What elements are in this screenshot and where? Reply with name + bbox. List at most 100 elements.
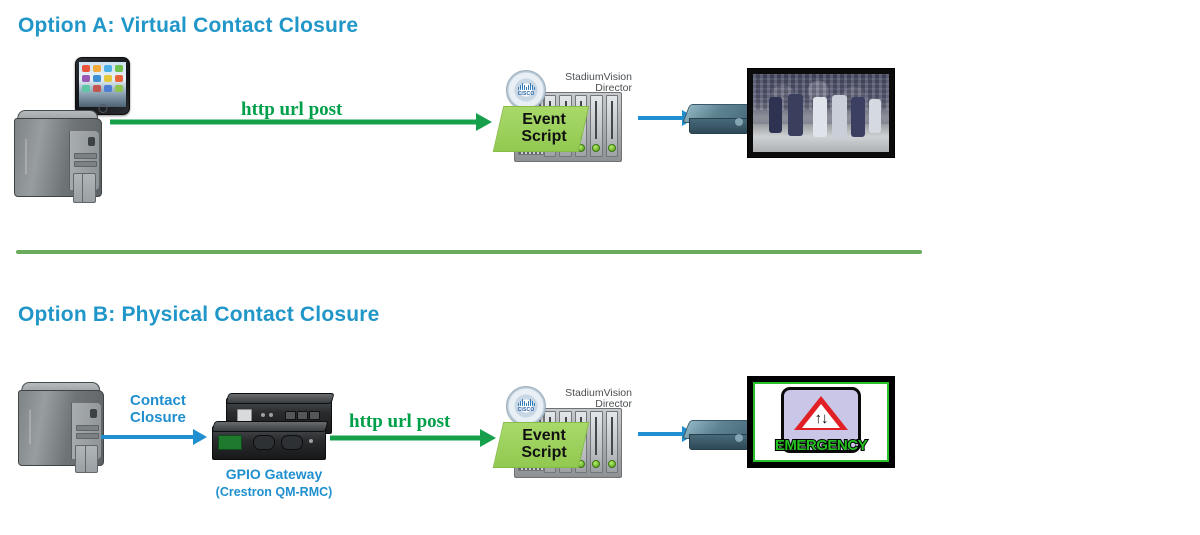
football-player <box>812 97 827 138</box>
drive-led-icon <box>592 460 601 468</box>
http-url-post-arrow-b <box>330 429 496 447</box>
event-script-banner-text: Event Script <box>504 106 584 150</box>
football-player <box>850 96 865 137</box>
contact-closure-arrow <box>101 429 207 445</box>
tablet-app-grid <box>82 64 123 92</box>
gpio-gateway-device <box>211 393 336 460</box>
arrow-shaft <box>110 119 478 125</box>
cisco-wordmark: CISCO <box>517 407 535 413</box>
tablet-screen <box>79 62 126 108</box>
server-product-label: StadiumVision Director <box>554 72 632 94</box>
tv-display-emergency: ↑↓ EMERGENCY <box>747 376 895 468</box>
server-drive-bay <box>590 95 603 157</box>
cisco-bridge-icon <box>517 83 535 90</box>
emergency-sign-icon: ↑↓ EMERGENCY <box>774 387 869 455</box>
http-url-post-label-a: http url post <box>241 99 343 120</box>
arrow-head <box>476 113 492 131</box>
tv-screen: ↑↓ EMERGENCY <box>753 382 889 462</box>
gpio-lower-unit <box>211 421 329 460</box>
pc-power-button[interactable] <box>90 409 97 418</box>
arrow-head <box>480 429 496 447</box>
warning-triangle-inner <box>802 404 840 429</box>
set-top-box-b <box>682 420 758 450</box>
football-player <box>769 97 783 134</box>
server-drive-bay <box>590 411 603 473</box>
contact-closure-label: Contact Closure <box>130 392 186 426</box>
pc-tower-top <box>14 110 102 203</box>
product-line-2: Director <box>595 82 632 94</box>
stadiumvision-director-server-b: CISCO StadiumVision Director Event Scrip… <box>492 386 632 482</box>
pc-power-button[interactable] <box>88 137 95 146</box>
product-line-2: Director <box>595 398 632 410</box>
drive-led-icon <box>607 460 616 468</box>
arrow-shaft <box>330 435 482 441</box>
arrow-shaft <box>638 116 684 120</box>
football-player <box>788 94 804 137</box>
football-player <box>868 98 881 133</box>
pc-front-panel <box>84 445 98 473</box>
emergency-word: EMERGENCY <box>774 436 869 455</box>
gpio-led-icon <box>261 413 265 417</box>
tv-screen <box>753 74 889 152</box>
serial-port-icon <box>281 435 303 450</box>
gpio-lower-lid <box>211 421 329 432</box>
event-script-line-2: Script <box>521 128 567 145</box>
drive-led-icon <box>607 144 616 152</box>
pc-drive-slot <box>73 161 97 167</box>
cisco-disc-icon: CISCO <box>506 386 546 426</box>
pc-tower-bottom <box>18 382 104 473</box>
set-top-box-a <box>682 104 758 134</box>
arrow-head <box>193 429 207 445</box>
gpio-button[interactable] <box>285 411 296 420</box>
terminal-block-icon <box>218 435 242 450</box>
contact-closure-line-1: Contact <box>130 392 186 409</box>
gpio-led-icon <box>269 413 273 417</box>
arrow-shaft <box>638 432 684 436</box>
pc-drive-slot <box>76 433 99 439</box>
pc-front-face <box>68 131 99 203</box>
cisco-wordmark: CISCO <box>517 91 535 97</box>
gpio-button[interactable] <box>297 411 308 420</box>
pc-drive-slot <box>76 425 99 431</box>
tablet-home-button <box>98 104 107 113</box>
updown-arrows-icon: ↑↓ <box>814 410 829 428</box>
pc-front-face <box>71 403 101 473</box>
product-line-1: StadiumVision <box>565 387 632 399</box>
server-drive-bay <box>605 411 619 473</box>
option-b-title: Option B: Physical Contact Closure <box>18 303 380 326</box>
cisco-disc-icon: CISCO <box>506 70 546 110</box>
product-line-1: StadiumVision <box>565 71 632 83</box>
contact-closure-line-2: Closure <box>130 409 186 426</box>
server-product-label: StadiumVision Director <box>554 388 632 410</box>
cisco-bridge-icon <box>517 399 535 406</box>
option-a-title: Option A: Virtual Contact Closure <box>18 14 359 37</box>
stb-indicator-icon <box>734 434 743 443</box>
gpio-gateway-subcaption: (Crestron QM-RMC) <box>215 485 333 499</box>
arrow-shaft <box>101 435 195 439</box>
gpio-led-icon <box>309 439 313 443</box>
event-script-line-2: Script <box>521 444 567 461</box>
server-drive-bay <box>605 95 619 157</box>
pc-side-highlight <box>29 410 32 445</box>
gpio-gateway-caption: GPIO Gateway <box>225 466 323 482</box>
pc-front-panel <box>82 173 96 203</box>
gpio-upper-lid <box>225 393 335 404</box>
pc-body <box>14 118 102 203</box>
football-player <box>831 95 847 140</box>
section-divider <box>16 250 922 254</box>
event-script-banner-text: Event Script <box>504 422 584 466</box>
pc-drive-slot <box>73 153 97 159</box>
stb-indicator-icon <box>734 118 743 127</box>
gpio-button[interactable] <box>309 411 320 420</box>
event-script-line-1: Event <box>522 427 566 444</box>
stadiumvision-director-server-a: CISCO StadiumVision Director Event Scrip… <box>492 70 632 166</box>
event-script-line-1: Event <box>522 111 566 128</box>
pc-body <box>18 390 104 473</box>
http-url-post-arrow-a <box>110 113 492 131</box>
pc-side-highlight <box>25 139 28 175</box>
tv-display-football <box>747 68 895 158</box>
tablet-device <box>75 57 130 115</box>
serial-port-icon <box>253 435 275 450</box>
http-url-post-label-b: http url post <box>349 411 451 432</box>
